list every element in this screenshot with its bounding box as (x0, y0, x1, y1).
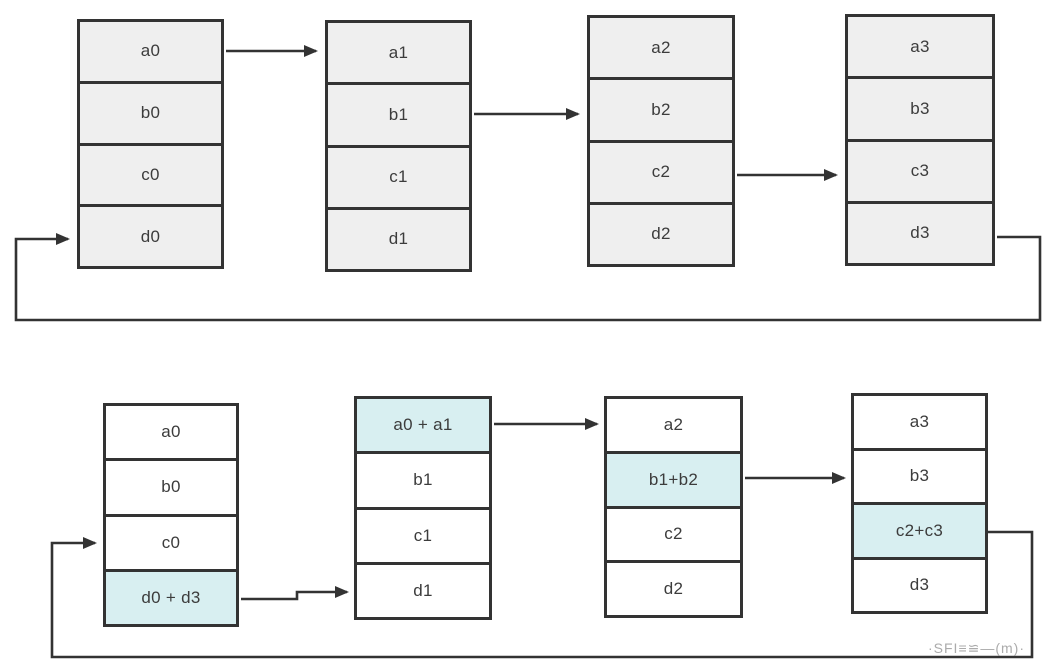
cell-d0: d0 (80, 204, 221, 266)
cell-a3: a3 (848, 17, 992, 77)
cell-a0-bottom: a0 (106, 406, 236, 459)
cell-d1: d1 (328, 206, 469, 269)
cell-d2: d2 (590, 201, 732, 264)
top-array-1: a1 b1 c1 d1 (325, 20, 472, 272)
cell-a1: a1 (328, 23, 469, 83)
cell-c1: c1 (328, 144, 469, 207)
cell-c2-plus-c3: c2+c3 (854, 502, 985, 557)
top-array-2: a2 b2 c2 d2 (587, 15, 735, 267)
top-array-3: a3 b3 c3 d3 (845, 14, 995, 266)
cell-a0: a0 (80, 22, 221, 81)
bottom-array-3: a3 b3 c2+c3 d3 (851, 393, 988, 614)
cell-d3-bottom: d3 (854, 556, 985, 611)
cell-a3-bottom: a3 (854, 396, 985, 448)
cell-b1: b1 (328, 82, 469, 145)
watermark: ·SFI≡≌—(m)· (928, 640, 1025, 656)
cell-d3: d3 (848, 200, 992, 263)
cell-b1-plus-b2: b1+b2 (607, 450, 740, 506)
cell-b1-bottom: b1 (357, 451, 489, 507)
cell-c2-bottom: c2 (607, 505, 740, 561)
cell-b0-bottom: b0 (106, 458, 236, 514)
cell-b3: b3 (848, 76, 992, 139)
arrow-d0d3-to-d1 (241, 586, 349, 601)
cell-b2: b2 (590, 77, 732, 140)
bottom-array-0: a0 b0 c0 d0 + d3 (103, 403, 239, 627)
cell-b0: b0 (80, 80, 221, 143)
cell-d2-bottom: d2 (607, 560, 740, 615)
cell-c0: c0 (80, 142, 221, 205)
cell-d0-plus-d3: d0 + d3 (106, 568, 236, 624)
cell-a2: a2 (590, 18, 732, 78)
cell-a2-bottom: a2 (607, 399, 740, 451)
cell-d1-bottom: d1 (357, 561, 489, 617)
cell-b3-bottom: b3 (854, 447, 985, 502)
cell-a0-plus-a1: a0 + a1 (357, 399, 489, 452)
cell-c0-bottom: c0 (106, 513, 236, 569)
cell-c1-bottom: c1 (357, 506, 489, 562)
bottom-array-1: a0 + a1 b1 c1 d1 (354, 396, 492, 620)
top-array-0: a0 b0 c0 d0 (77, 19, 224, 269)
cell-c3: c3 (848, 138, 992, 201)
bottom-array-2: a2 b1+b2 c2 d2 (604, 396, 743, 618)
cell-c2: c2 (590, 139, 732, 202)
